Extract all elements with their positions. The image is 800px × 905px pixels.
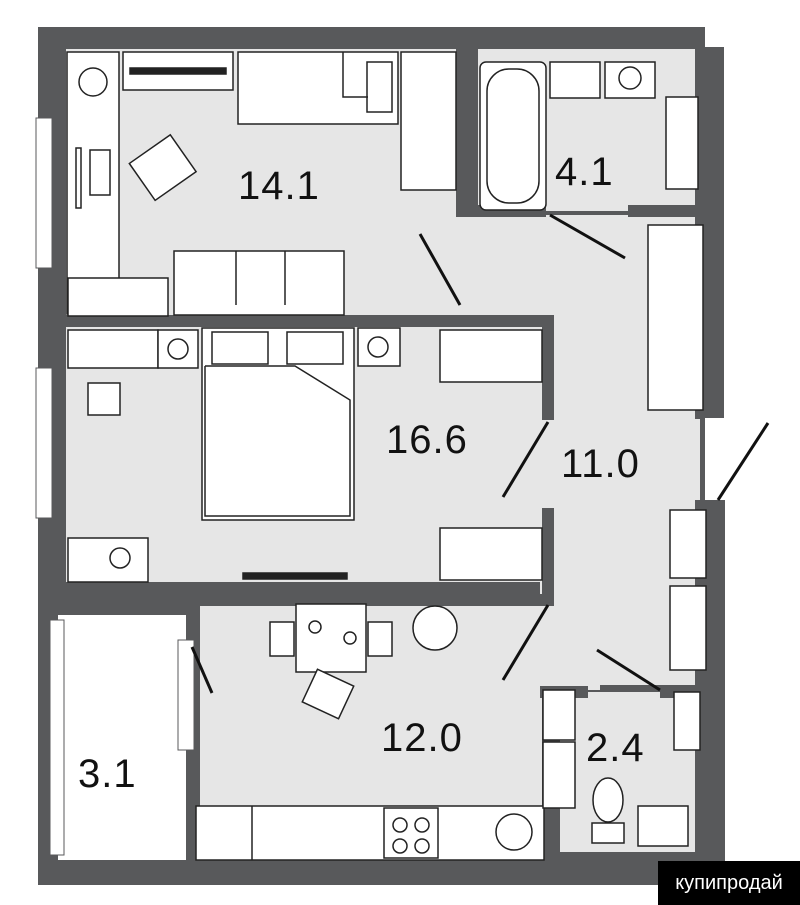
kitchen-sink <box>495 813 533 851</box>
monitor <box>75 147 82 209</box>
fan-icon-kitchen <box>412 605 458 651</box>
chair-left <box>269 621 295 657</box>
door-living <box>418 233 462 306</box>
keyboard <box>89 149 111 196</box>
wc-shelf-1 <box>542 689 576 741</box>
hall-to-kitchen <box>520 595 600 690</box>
room-area-balcony: 3.1 <box>78 752 137 796</box>
dresser <box>67 537 149 583</box>
hall-floor-2 <box>456 215 556 315</box>
door-wc <box>596 648 661 692</box>
hall-wardrobe <box>647 224 704 411</box>
room-area-hall: 11.0 <box>561 442 640 486</box>
entrance-opening <box>705 418 735 500</box>
wardrobe-living <box>400 51 457 191</box>
wc-sink <box>637 805 689 847</box>
watermark-badge: купипродай <box>658 861 800 905</box>
window-kitchen <box>177 639 195 751</box>
stove <box>383 807 439 859</box>
room-area-bathroom: 4.1 <box>555 150 614 194</box>
bathroom-shelf <box>665 96 699 190</box>
furniture <box>66 51 707 861</box>
wc-shelf-2 <box>542 741 576 809</box>
shoe-rack <box>669 585 707 671</box>
window-balcony <box>49 619 65 856</box>
tv <box>129 67 227 75</box>
sofa <box>173 250 345 316</box>
wc-rack <box>673 691 701 751</box>
doors <box>190 213 770 694</box>
door-balcony <box>190 646 214 694</box>
window-living <box>35 117 53 269</box>
bathroom-sink <box>549 61 601 99</box>
kitchen-counter <box>195 805 545 861</box>
wardrobe-bedroom-bottom <box>439 527 543 581</box>
chair-right <box>367 621 393 657</box>
room-area-living: 14.1 <box>238 164 320 208</box>
room-area-bedroom: 16.6 <box>386 418 468 462</box>
balcony-floor <box>58 615 186 860</box>
room-area-wc: 2.4 <box>586 726 645 770</box>
vanity <box>67 329 159 369</box>
door-bedroom <box>501 421 550 498</box>
bookshelf <box>67 277 169 317</box>
stool <box>87 382 121 416</box>
chair-bottom <box>301 668 355 720</box>
room-area-kitchen: 12.0 <box>381 716 463 760</box>
window-bedroom <box>35 367 53 519</box>
door-kitchen <box>501 604 550 681</box>
wardrobe-bedroom-top <box>439 329 543 383</box>
bed-pillow <box>366 61 393 113</box>
hall-shelf <box>669 509 707 579</box>
door-bathroom <box>549 213 626 260</box>
fan-icon-living <box>78 67 108 97</box>
tv-bedroom <box>242 572 348 580</box>
windows <box>35 117 195 856</box>
door-entrance <box>716 422 770 501</box>
toilet <box>592 777 624 823</box>
armchair <box>128 133 198 202</box>
